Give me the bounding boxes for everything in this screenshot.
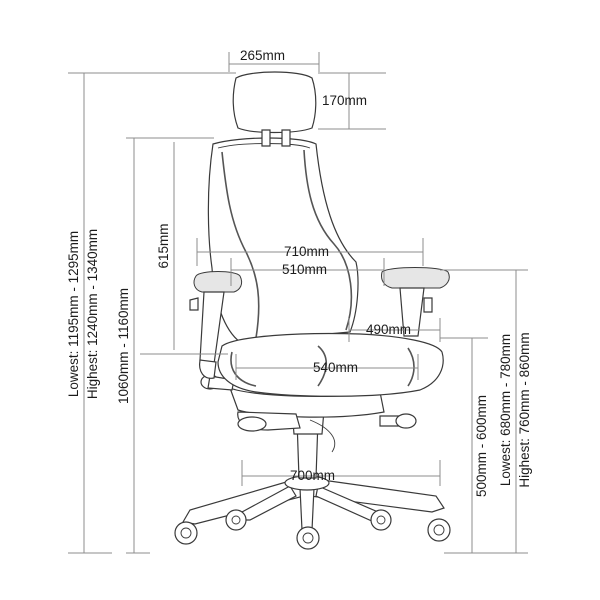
- armrest-outer-width-label: 710mm: [284, 244, 329, 259]
- arm-height-highest-label: Highest: 760mm - 860mm: [517, 332, 532, 487]
- backrest: [207, 137, 359, 343]
- arm-height-lowest-label: Lowest: 680mm - 780mm: [498, 334, 513, 486]
- back-height-label: 615mm: [156, 223, 171, 268]
- seat-cushion: [217, 332, 444, 397]
- dimension-labels: 265mm 170mm 710mm 510mm 490mm 540mm 700m…: [66, 48, 532, 497]
- armrest-inner-width-label: 510mm: [282, 262, 327, 277]
- seat-depth-label: 490mm: [366, 322, 411, 337]
- castors: [174, 509, 451, 550]
- headrest: [232, 71, 317, 147]
- total-height-highest-label: Highest: 1240mm - 1340mm: [85, 229, 100, 399]
- total-height-lowest-label: Lowest: 1195mm - 1295mm: [66, 231, 81, 397]
- dimension-lines: [68, 52, 528, 554]
- left-armrest: [189, 271, 243, 379]
- right-armrest: [381, 267, 450, 337]
- headrest-width-label: 265mm: [240, 48, 285, 63]
- chair-base: [182, 475, 445, 531]
- base-width-label: 700mm: [290, 468, 335, 483]
- chair-illustration: [174, 71, 451, 550]
- seat-width-label: 540mm: [313, 360, 358, 375]
- back-top-height-label: 1060mm - 1160mm: [116, 288, 131, 404]
- headrest-height-label: 170mm: [322, 93, 367, 108]
- seat-height-label: 500mm - 600mm: [474, 395, 489, 497]
